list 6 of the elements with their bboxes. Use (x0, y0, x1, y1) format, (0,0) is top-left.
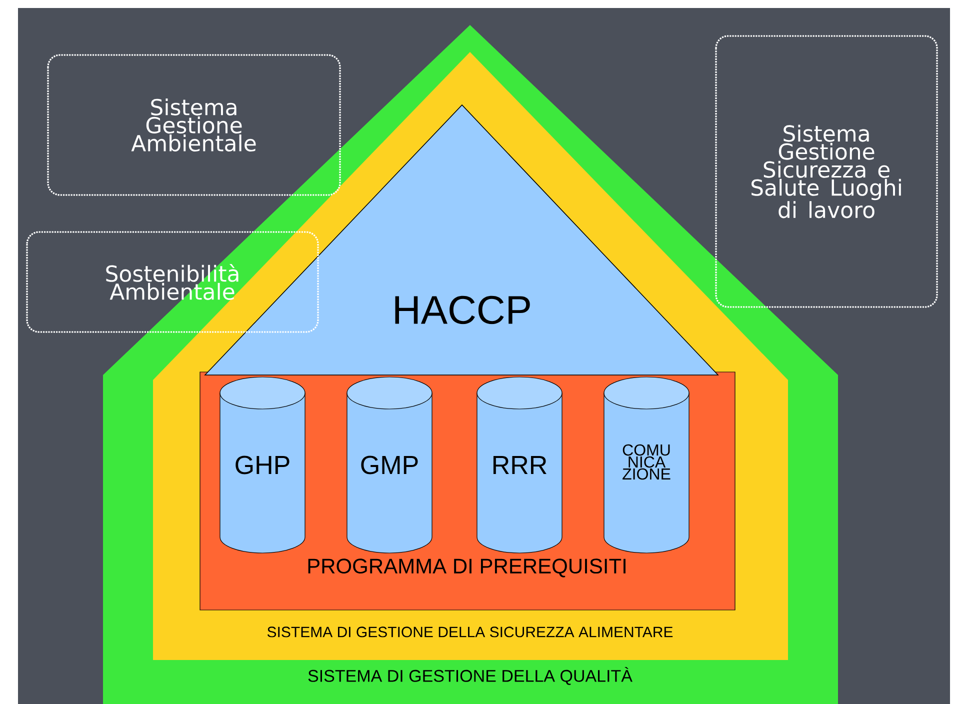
column-cylinder: GMP (346, 376, 432, 554)
chalk-box: Sistema Gestione Ambientale (47, 54, 341, 196)
column-cylinder: RRR (476, 376, 562, 554)
chalk-box: Sistema Gestione Sicurezza e Salute Luoghi di lavoro (715, 35, 938, 308)
column-cylinder: COMU NICA ZIONE (604, 376, 690, 554)
column-cylinder: GHP (220, 376, 306, 554)
